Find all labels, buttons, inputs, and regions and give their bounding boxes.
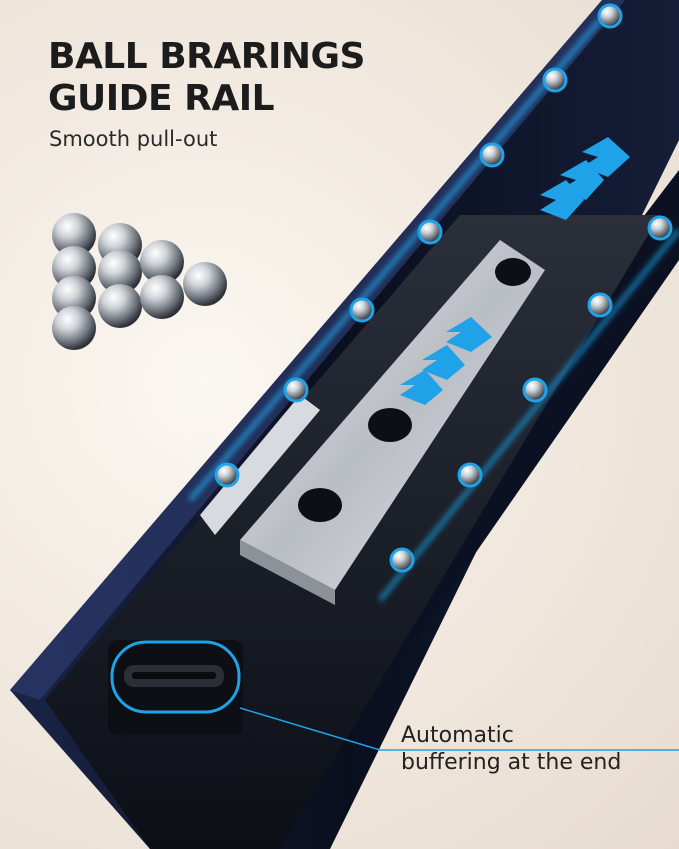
callout-line-1: Automatic <box>401 723 514 748</box>
arrow-chevrons-icon <box>400 137 630 405</box>
subheading: Smooth pull-out <box>49 127 218 151</box>
callout-line-2: buffering at the end <box>401 750 622 775</box>
headline-line-2: GUIDE RAIL <box>48 78 275 119</box>
rail-bearings <box>214 3 673 573</box>
rail-glow-edges <box>188 18 679 602</box>
buffer-block <box>108 640 243 735</box>
headline: BALL BRARINGS GUIDE RAIL <box>48 36 365 120</box>
buffer-callout: Automatic buffering at the end <box>401 722 621 776</box>
headline-line-1: BALL BRARINGS <box>48 36 365 77</box>
steel-balls-icon <box>52 213 227 350</box>
callout-leader-line <box>239 707 679 751</box>
